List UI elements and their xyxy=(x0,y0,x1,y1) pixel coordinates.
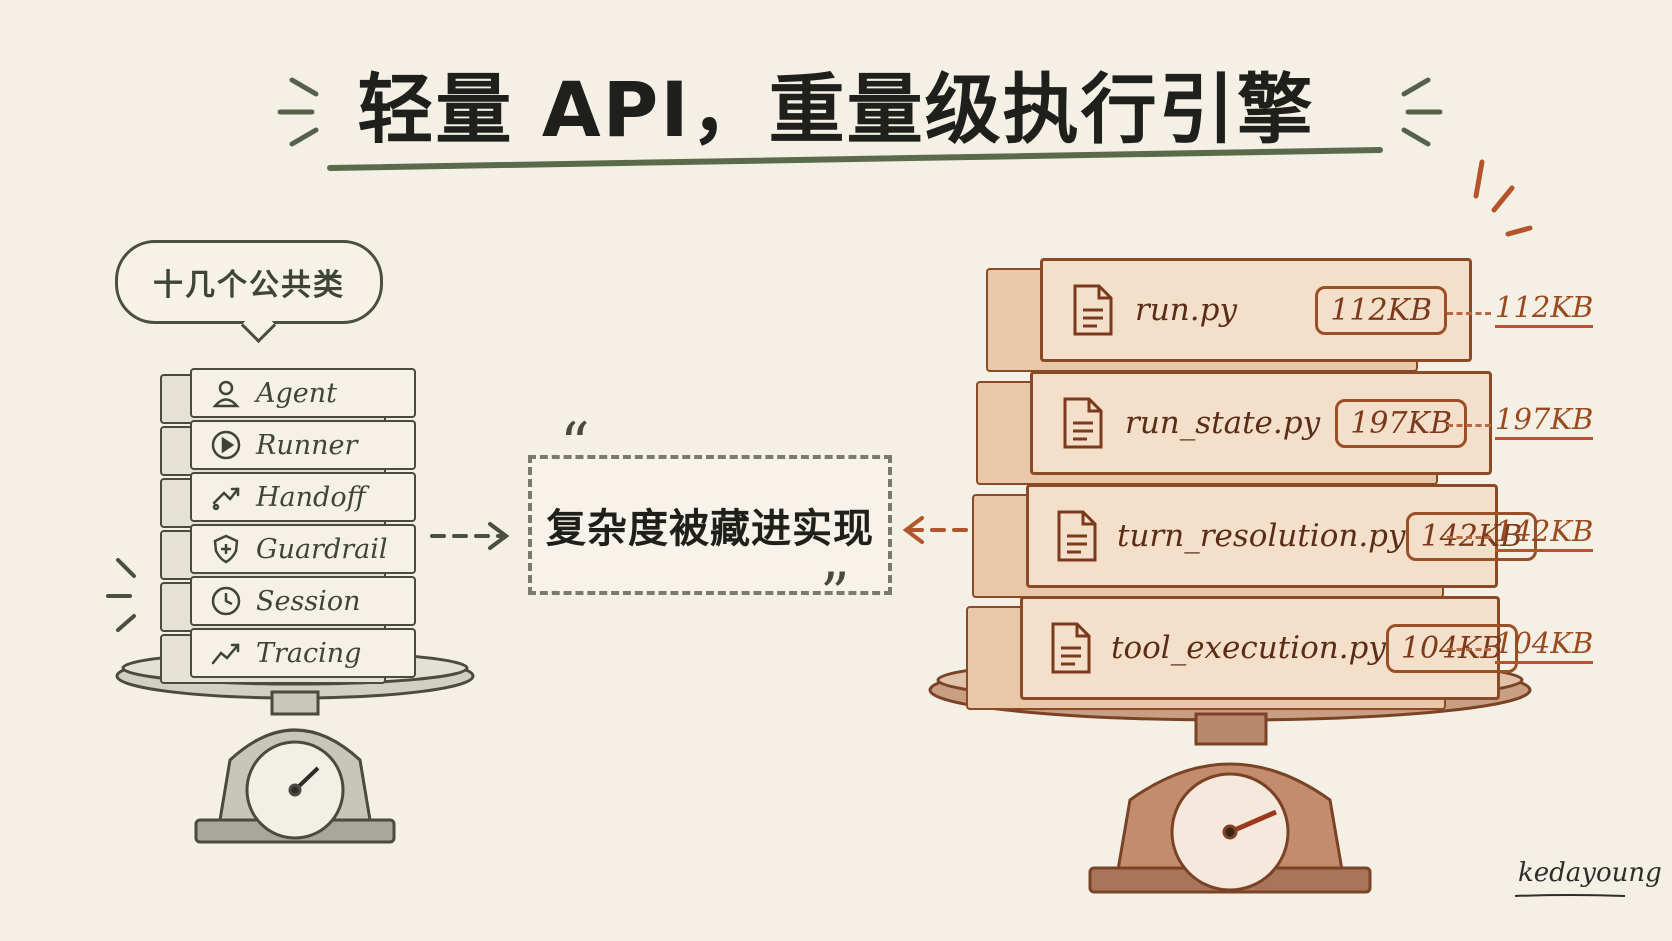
class-label: Session xyxy=(256,585,361,617)
left-scale xyxy=(115,650,475,844)
hidden-complexity-text: 复杂度被藏进实现 xyxy=(546,506,874,552)
file-name: run.py xyxy=(1135,292,1237,328)
size-leader-line xyxy=(1447,312,1491,315)
side-size-label: 142KB xyxy=(1495,514,1594,552)
page-title: 轻量 API，重量级执行引擎 xyxy=(357,65,1315,154)
file-book-turn-resolution: turn_resolution.py 142KB xyxy=(1026,484,1538,588)
side-size-label: 112KB xyxy=(1495,290,1594,328)
side-size-label: 197KB xyxy=(1495,402,1594,440)
title-right-marks xyxy=(1401,77,1443,147)
class-label: Agent xyxy=(256,377,337,409)
file-icon xyxy=(1059,395,1107,451)
class-label: Tracing xyxy=(256,637,362,669)
file-size-badge: 197KB xyxy=(1335,398,1467,448)
hidden-complexity-box: 复杂度被藏进实现 xyxy=(528,455,892,595)
speech-bubble: 十几个公共类 xyxy=(115,240,383,324)
play-icon xyxy=(206,429,246,461)
title-underline xyxy=(327,147,1383,171)
side-size-label: 104KB xyxy=(1495,626,1594,664)
class-label: Guardrail xyxy=(256,533,388,565)
class-book-session: Session xyxy=(190,576,416,626)
class-book-agent: Agent xyxy=(190,368,416,418)
file-book-run-state: run_state.py 197KB xyxy=(1030,371,1492,475)
size-leader-line xyxy=(1447,424,1491,427)
class-label: Handoff xyxy=(256,481,366,513)
handoff-arrows-icon xyxy=(206,481,246,513)
file-icon xyxy=(1055,508,1099,564)
speech-bubble-text: 十几个公共类 xyxy=(153,268,345,303)
arrow-right-to-middle xyxy=(902,516,972,544)
left-emphasis-marks xyxy=(106,558,136,632)
class-book-runner: Runner xyxy=(190,420,416,470)
file-name: tool_execution.py xyxy=(1111,630,1386,666)
class-book-handoff: Handoff xyxy=(190,472,416,522)
shield-icon xyxy=(206,533,246,565)
size-leader-line xyxy=(1447,648,1491,651)
close-quote-mark: ” xyxy=(820,560,850,628)
arrow-left-to-middle xyxy=(430,522,510,550)
clock-icon xyxy=(206,585,246,617)
class-book-tracing: Tracing xyxy=(190,628,416,678)
file-size-badge: 112KB xyxy=(1315,285,1447,335)
user-icon xyxy=(206,377,246,409)
class-book-guardrail: Guardrail xyxy=(190,524,416,574)
signature-underline xyxy=(1514,894,1626,897)
emphasis-burst xyxy=(1473,159,1533,237)
file-book-tool-execution: tool_execution.py 104KB xyxy=(1020,596,1518,700)
trend-line-icon xyxy=(206,637,246,669)
class-label: Runner xyxy=(256,429,358,461)
file-book-run: run.py 112KB xyxy=(1040,258,1472,362)
file-icon xyxy=(1049,620,1093,676)
author-signature: kedayoung xyxy=(1518,858,1662,888)
file-name: run_state.py xyxy=(1125,405,1321,441)
file-name: turn_resolution.py xyxy=(1117,518,1406,554)
size-leader-line xyxy=(1447,536,1491,539)
title-left-marks xyxy=(277,77,319,147)
file-icon xyxy=(1069,282,1117,338)
